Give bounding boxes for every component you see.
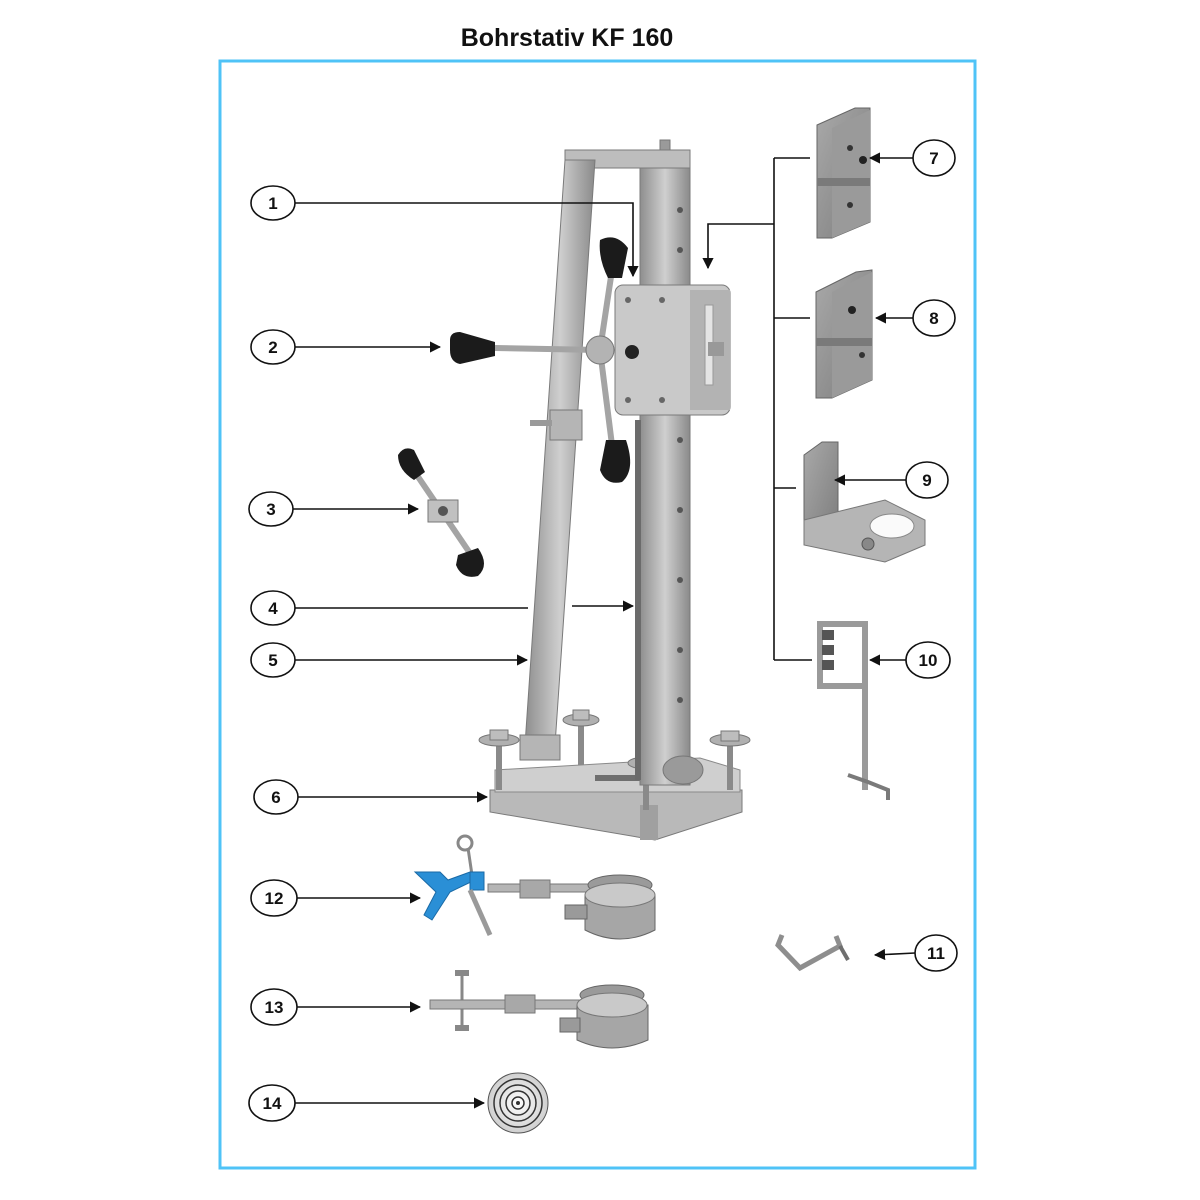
callout-2: 2: [250, 329, 296, 365]
svg-text:13: 13: [265, 998, 284, 1017]
callout-14: 14: [248, 1084, 296, 1122]
svg-text:10: 10: [919, 651, 938, 670]
base-plate: [489, 757, 743, 841]
callout-13: 13: [250, 988, 298, 1026]
callout-1: 1: [250, 185, 296, 221]
diagram-title: Bohrstativ KF 160: [460, 24, 674, 52]
svg-text:14: 14: [263, 1094, 282, 1113]
diagram-frame: [218, 59, 977, 1170]
callout-10: 10: [905, 641, 951, 679]
leader-lines: [293, 152, 916, 1109]
svg-text:2: 2: [268, 338, 277, 357]
callout-5: 5: [250, 642, 296, 678]
carriage: [614, 284, 731, 416]
angle-bracket-9: [803, 441, 926, 563]
vacuum-kit-13: [429, 970, 649, 1049]
callout-6: 6: [253, 779, 299, 815]
vacuum-kit-12: [413, 834, 656, 940]
callout-7: 7: [912, 139, 956, 177]
callout-9: 9: [905, 461, 949, 499]
svg-text:7: 7: [929, 149, 938, 168]
svg-text:8: 8: [929, 309, 938, 328]
adapter-plate-7: [816, 107, 871, 239]
clip-11: [775, 934, 850, 972]
svg-text:1: 1: [268, 194, 277, 213]
svg-text:11: 11: [927, 944, 945, 963]
support-strut: [519, 159, 596, 761]
svg-text:3: 3: [266, 500, 275, 519]
spare-handle-illustration: [398, 448, 484, 577]
column: [635, 139, 704, 786]
callout-3: 3: [248, 491, 294, 527]
callout-12: 12: [250, 879, 298, 917]
feed-handles: [450, 237, 639, 483]
callout-8: 8: [912, 299, 956, 337]
svg-text:12: 12: [265, 889, 284, 908]
svg-text:6: 6: [271, 788, 280, 807]
svg-text:9: 9: [922, 471, 931, 490]
svg-text:5: 5: [268, 651, 277, 670]
adapter-plate-8: [815, 269, 873, 399]
drill-stand-illustration: [450, 139, 751, 841]
depth-gauge-10: [817, 621, 890, 800]
top-arm: [564, 149, 691, 169]
svg-text:4: 4: [268, 599, 278, 618]
seal-disc-14: [487, 1072, 549, 1134]
callout-11: 11: [914, 934, 958, 972]
callout-4: 4: [250, 590, 296, 626]
